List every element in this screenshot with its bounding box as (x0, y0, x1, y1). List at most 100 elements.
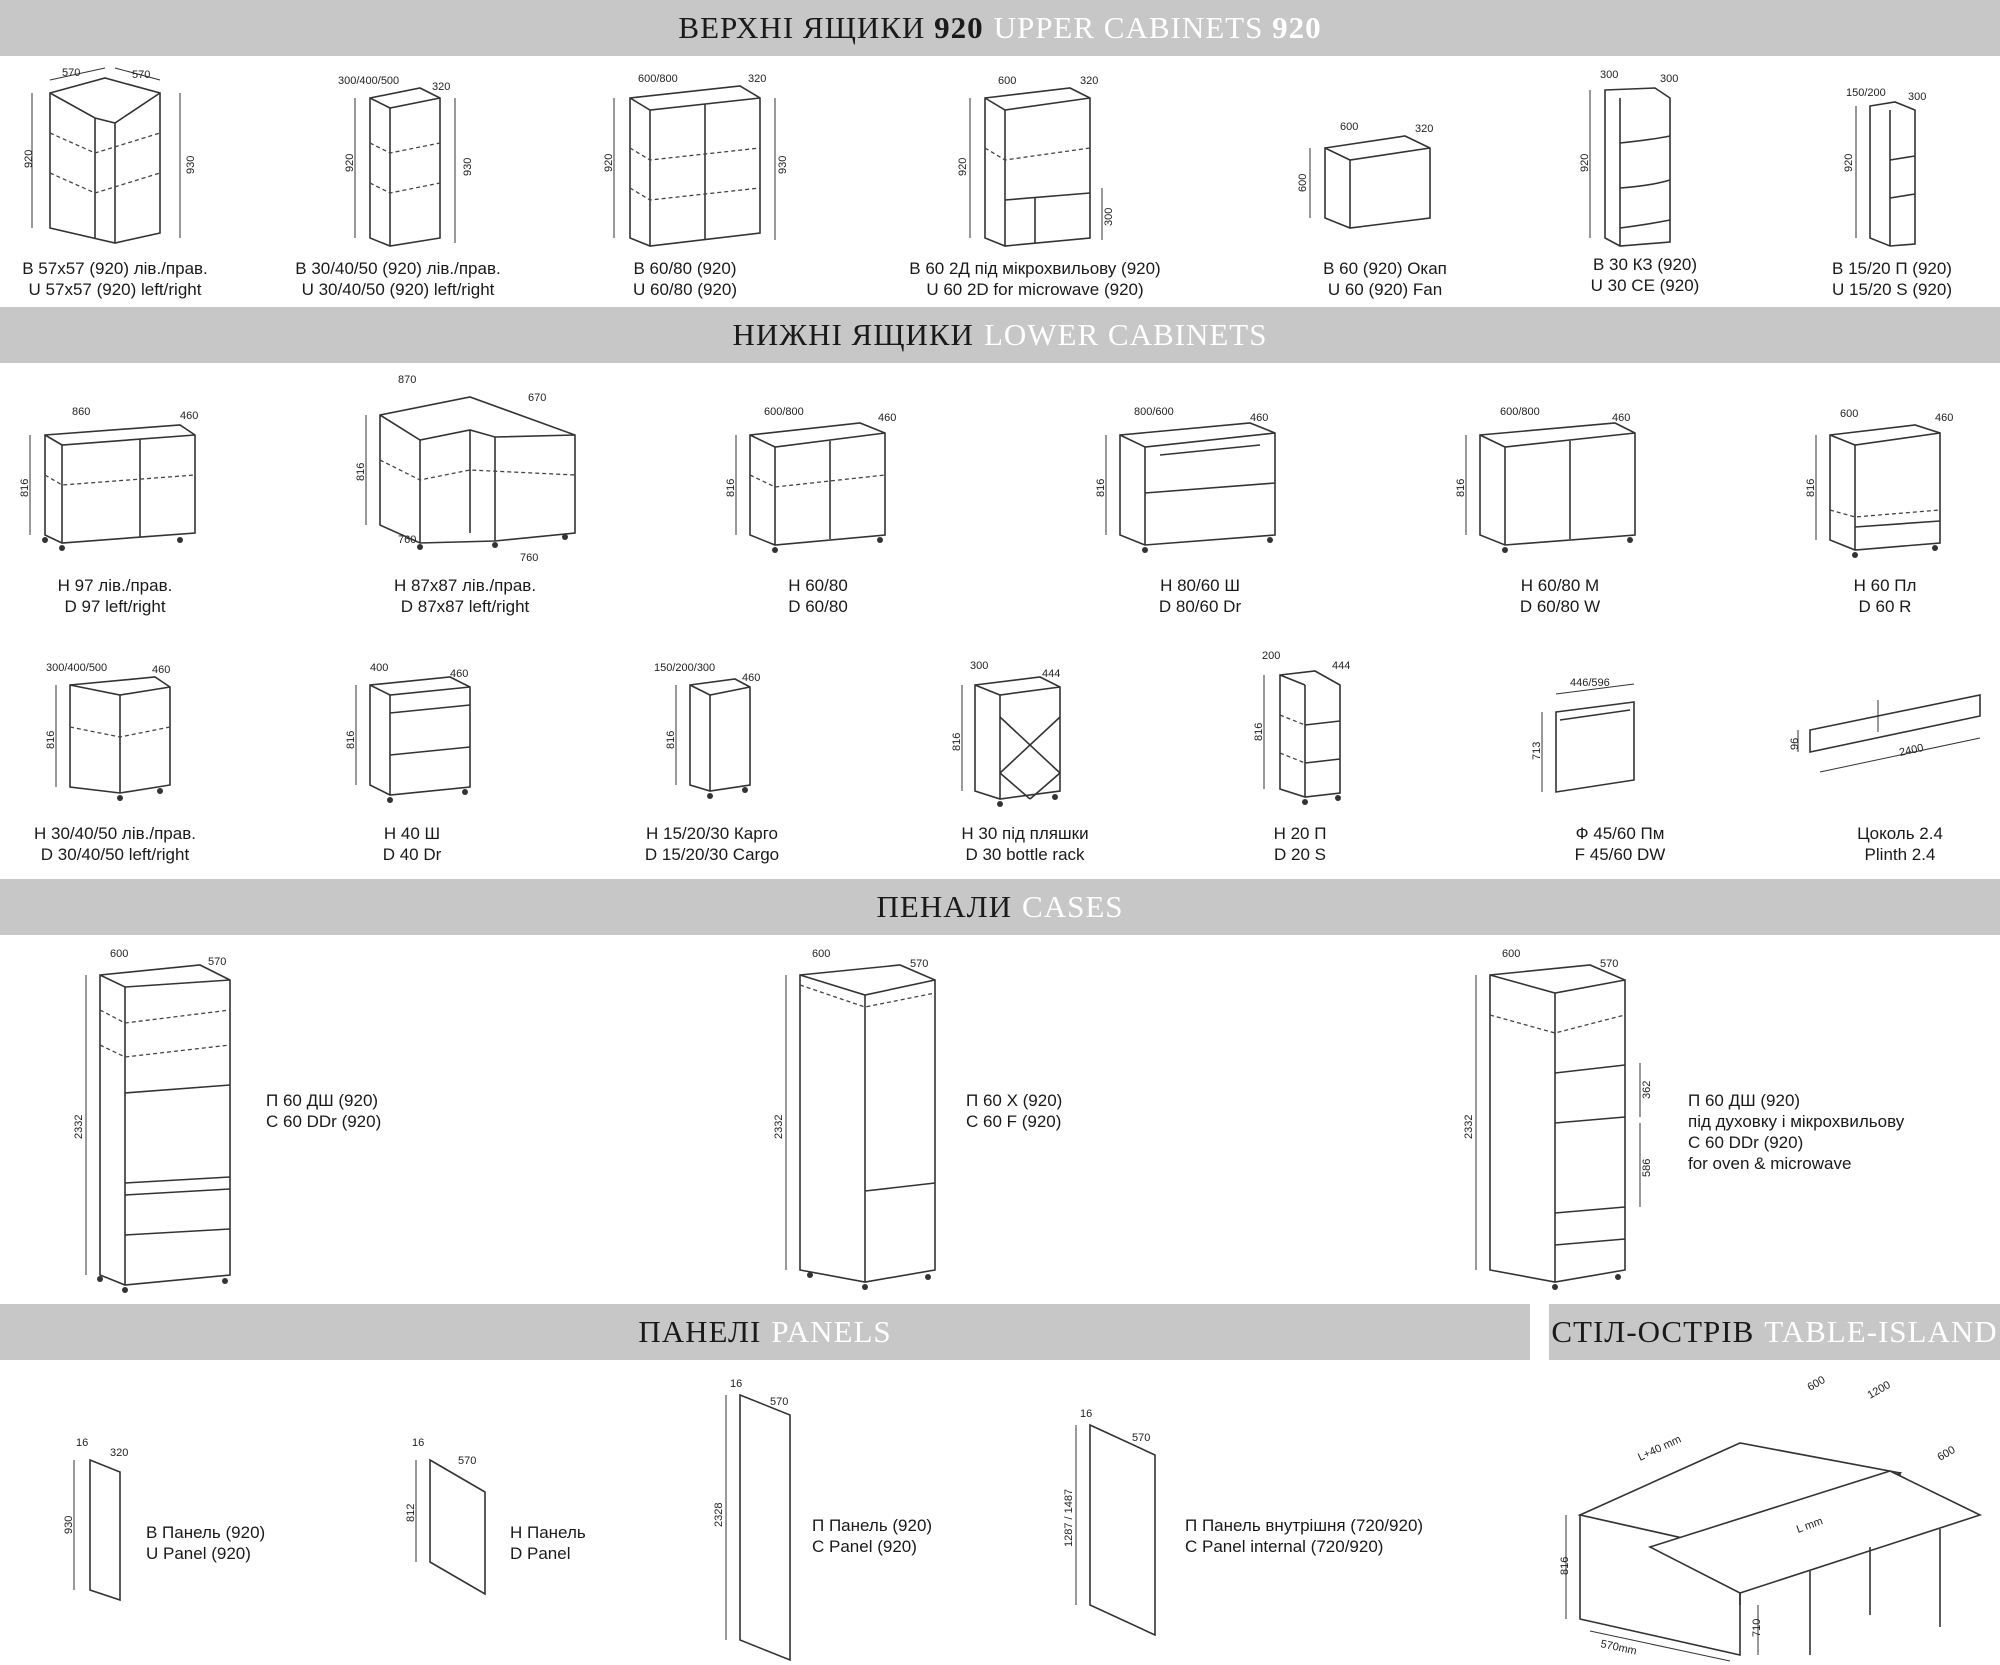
dim-width: 860 (72, 406, 90, 418)
panel-lower-drawing: 16 570 812 (405, 1437, 486, 1596)
dim-depth: 460 (152, 664, 170, 676)
upper-cabinet-corner: 570 570 920 930 В 57х57 (920) лів./прав.… (20, 67, 210, 299)
dim-width: 150/200/300 (654, 662, 715, 674)
facade-dishwasher-drawing: 446/596 713 (1531, 677, 1635, 793)
dim-width: 600 (110, 948, 128, 960)
dim-thickness: 16 (730, 1378, 742, 1390)
dim-height: 920 (344, 154, 356, 172)
upper-microwave-drawing: 600 320 920 300 (957, 75, 1115, 247)
dim-width: 600/800 (638, 73, 678, 85)
dim-depth: 300 (1908, 91, 1926, 103)
dim-height: 2328 (713, 1503, 725, 1527)
table-island: L+40 mm 600 1200 600 L mm 816 710 570mm (1559, 1365, 1990, 1665)
dim-depth: 570 (458, 1455, 476, 1467)
dim-height: 816 (725, 479, 737, 497)
case-oven-microwave: 600 570 2332 362 586 П 60 ДШ (920)під ду… (1460, 945, 1960, 1295)
dim-height: 816 (1805, 479, 1817, 497)
dim-table-height: 710 (1751, 1619, 1763, 1637)
case-oven-microwave-drawing: 600 570 2332 362 586 (1463, 948, 1653, 1290)
upper-cabinet-open-shelf: 150/200 300 920 В 15/20 П (920)U 15/20 S… (1800, 68, 1970, 299)
dim-height: 2332 (1463, 1115, 1475, 1139)
dim-width: 300/400/500 (46, 662, 107, 674)
caption: Н 87х87 лів./прав.D 87x87 left/right (393, 576, 537, 616)
lower-97-drawing: 860 460 816 (19, 406, 198, 551)
caption: Н 30/40/50 лів./прав.D 30/40/50 left/rig… (34, 824, 196, 864)
dim-depth: 460 (878, 412, 896, 424)
panel-case: 16 570 2328 П Панель (920)C Panel (920) (700, 1375, 1000, 1665)
dim-depth: 670 (528, 392, 546, 404)
lower-cabinet-corner-87: 870 670 816 760 760 Н 87х87 лів./прав.D … (355, 374, 600, 616)
dim-width: 800/600 (1134, 406, 1174, 418)
panel-upper-drawing: 16 320 930 (63, 1437, 128, 1602)
caption: В 30 КЗ (920)U 30 CE (920) (1590, 255, 1700, 295)
dim-height: 2332 (773, 1115, 785, 1139)
dim-thickness: 16 (76, 1437, 88, 1449)
dim-length: 2400 (1898, 742, 1924, 759)
upper-corner-drawing: 570 570 920 930 (23, 67, 197, 244)
table-island-drawing: L+40 mm 600 1200 600 L mm 816 710 570mm (1559, 1374, 1983, 1662)
upper-fan-drawing: 600 320 600 (1297, 121, 1433, 229)
dim-overall-depth: 1200 (1866, 1379, 1893, 1402)
dim-depth: 320 (1080, 75, 1098, 87)
lower-cargo-drawing: 150/200/300 460 816 (654, 662, 760, 799)
lower-bottle-rack-drawing: 300 444 816 (951, 660, 1061, 807)
dim-height: 816 (345, 731, 357, 749)
dim-depth: 460 (180, 410, 198, 422)
dim-top-length: L+40 mm (1636, 1433, 1683, 1463)
caption: В 15/20 П (920)U 15/20 S (920) (1831, 259, 1953, 299)
dim-height-total: 930 (777, 156, 789, 174)
lower-drawers-drawing: 800/600 460 816 (1095, 406, 1276, 553)
dim-side-a: 760 (398, 534, 416, 546)
dim-width: 150/200 (1846, 87, 1886, 99)
dim-height: 920 (603, 154, 615, 172)
section-header-upper: ВЕРХНІ ЯЩИКИ 920 UPPER CABINETS 920 (0, 0, 2000, 56)
dim-width: 870 (398, 374, 416, 386)
dim-microwave-niche: 362 (1641, 1081, 1653, 1099)
upper-corner-end-drawing: 300 300 920 (1579, 69, 1678, 247)
panel-upper: 16 320 930 В Панель (920)U Panel (920) (50, 1430, 310, 1610)
panel-case-drawing: 16 570 2328 (713, 1378, 791, 1662)
dim-depth: 460 (1612, 412, 1630, 424)
dim-niche: 300 (1103, 208, 1115, 226)
dim-depth: 570 (910, 958, 928, 970)
dim-depth: 570 (1132, 1432, 1150, 1444)
panel-case-internal-drawing: 16 570 1287 / 1487 (1063, 1408, 1156, 1637)
lower-cabinet-97: 860 460 816 Н 97 лів./прав.D 97 left/rig… (19, 375, 220, 616)
dim-height: 812 (405, 1504, 417, 1522)
dim-depth: 570 (208, 956, 226, 968)
dim-width: 446/596 (1570, 677, 1610, 689)
caption: П Панель внутрішня (720/920)C Panel inte… (1185, 1516, 1424, 1556)
lower-30-40-50-drawing: 300/400/500 460 816 (45, 662, 171, 801)
dim-depth: 570 (1600, 958, 1618, 970)
dim-height: 600 (1297, 174, 1309, 192)
dim-height: 920 (1579, 154, 1591, 172)
dim-height: 816 (1559, 1557, 1571, 1575)
case-oven-drawers: 600 570 2332 П 60 ДШ (920)C 60 DDr (920) (70, 945, 430, 1295)
lower-oven-drawing: 600 460 816 (1805, 408, 1953, 558)
dim-height: 816 (45, 731, 57, 749)
dim-width: 200 (1262, 650, 1280, 662)
dim-width: 300 (1600, 69, 1618, 81)
lower-corner-87-drawing: 870 670 816 760 760 (355, 374, 576, 564)
caption: П Панель (920)C Panel (920) (812, 1516, 933, 1556)
dim-width: 300 (970, 660, 988, 672)
dim-side-b: 760 (520, 552, 538, 564)
upper-cabinet-narrow: 300/400/500 320 920 930 В 30/40/50 (920)… (295, 68, 500, 299)
dim-depth: 320 (748, 73, 766, 85)
dim-height: 713 (1531, 742, 1543, 760)
lower-open-shelf-drawing: 200 444 816 (1253, 650, 1350, 805)
caption: В 60 2Д під мікрохвильову (920)U 60 2D f… (909, 259, 1161, 299)
